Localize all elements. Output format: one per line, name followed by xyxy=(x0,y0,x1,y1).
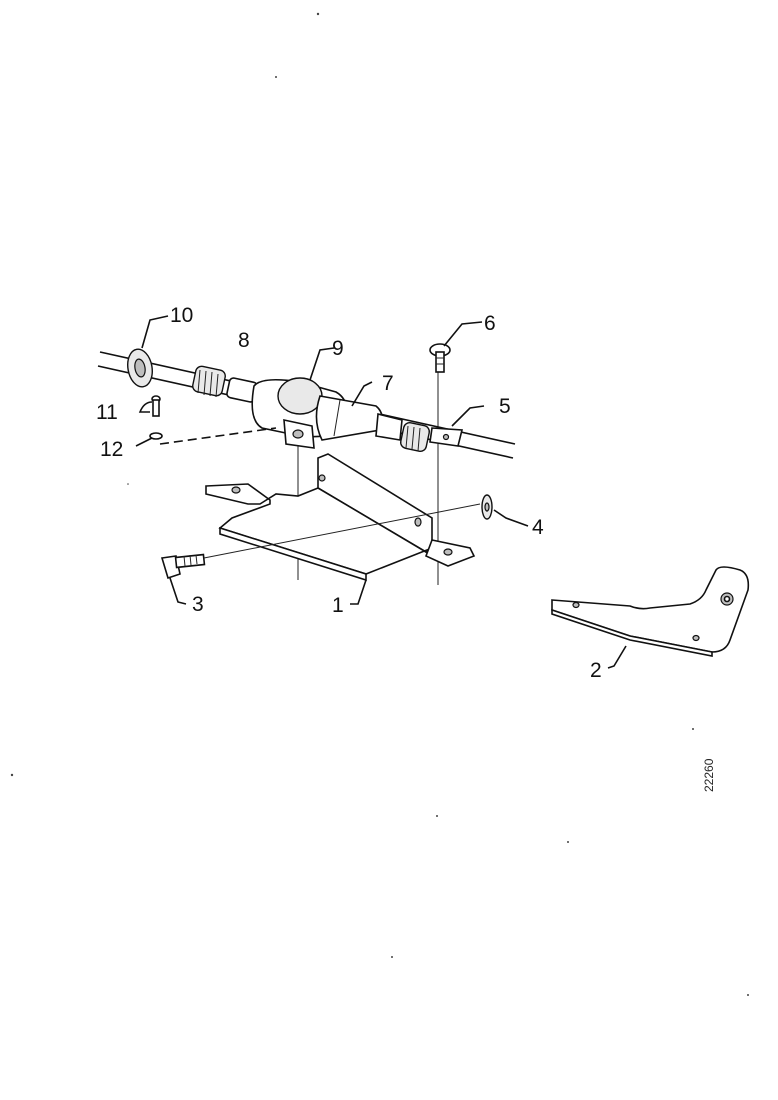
bolt-part-3 xyxy=(160,503,481,580)
assembly-dash-line xyxy=(159,427,277,445)
callout-6: 6 xyxy=(484,312,496,335)
callout-8: 8 xyxy=(238,329,250,352)
scan-specks xyxy=(10,12,749,996)
grommet-part-10 xyxy=(127,348,153,388)
callout-3: 3 xyxy=(192,593,204,616)
callout-10: 10 xyxy=(170,304,193,327)
washer-part-12 xyxy=(149,432,163,440)
mounting-bracket-part-1 xyxy=(205,453,476,582)
threaded-coupling-right xyxy=(399,421,431,453)
leader-lines xyxy=(135,315,627,669)
screw-part-6 xyxy=(429,343,451,373)
callout-7: 7 xyxy=(382,372,394,395)
washer-part-4 xyxy=(481,494,493,520)
bracket-part-2 xyxy=(551,566,750,657)
callout-2: 2 xyxy=(590,659,602,682)
bolt-part-11 xyxy=(151,395,161,417)
callout-11: 11 xyxy=(96,401,118,424)
callout-5: 5 xyxy=(499,395,511,418)
callout-9: 9 xyxy=(332,337,344,360)
threaded-coupling-left xyxy=(192,365,258,403)
reference-number: 22260 xyxy=(702,758,716,792)
sleeve-part-7 xyxy=(315,395,403,441)
clip-part-5 xyxy=(429,427,464,447)
callout-labels: 10 8 9 7 6 5 11 12 4 3 1 2 xyxy=(96,304,602,682)
callout-1: 1 xyxy=(332,594,344,617)
callout-4: 4 xyxy=(532,516,544,539)
callout-12: 12 xyxy=(100,438,123,461)
